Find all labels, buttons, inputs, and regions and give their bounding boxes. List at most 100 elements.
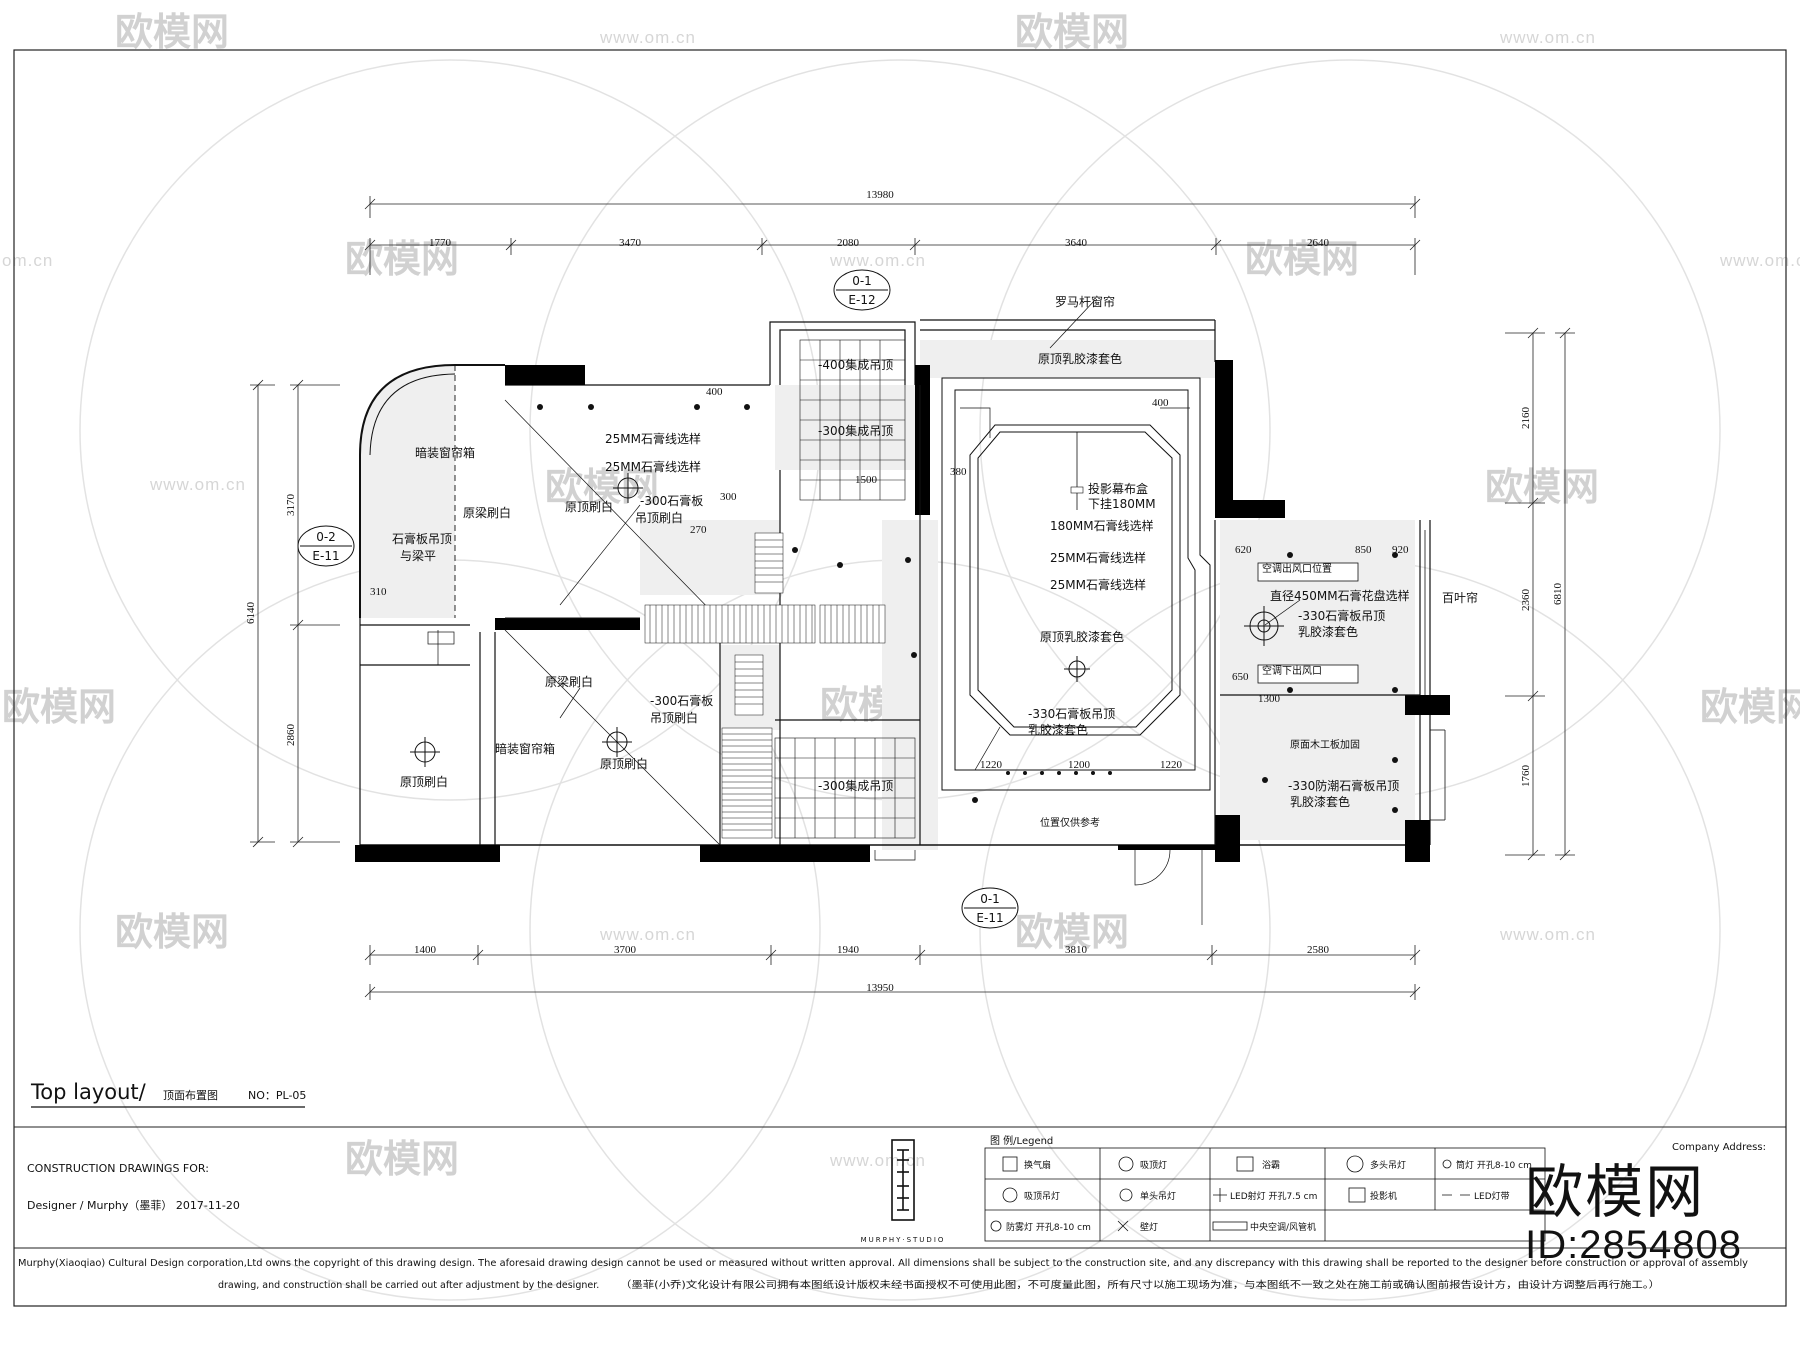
title-block: Top layout/ 顶面布置图 NO：PL-05 CONSTRUCTION …: [18, 1080, 1766, 1291]
leader-lines: [559, 299, 1301, 771]
legend-label: 筒灯 开孔8-10 cm: [1456, 1159, 1532, 1171]
light-fixtures: [537, 404, 1398, 813]
watermark-url: www.om.cn: [149, 475, 246, 494]
watermark-brand: 欧模网: [115, 910, 229, 954]
exhaust-fan-icon: [1002, 1156, 1018, 1172]
dim-inner: 850: [1355, 544, 1372, 556]
label: 乳胶漆套色: [1290, 794, 1350, 809]
section-id: 0-1: [852, 274, 872, 288]
watermark-url: www.om.cn: [599, 925, 696, 944]
label: 原顶刷白: [600, 756, 648, 771]
legend-labels: 换气扇 吸顶灯 浴霸 多头吊灯 筒灯 开孔8-10 cm 吸顶吊灯 单头吊灯 L…: [1006, 1159, 1532, 1233]
brand-overlay: 欧模网 ID:2854808: [1525, 1160, 1742, 1266]
legend-label: 多头吊灯: [1370, 1159, 1406, 1171]
watermark-brand: 欧模网: [1245, 237, 1359, 281]
section-ref: E-12: [848, 293, 875, 307]
watermark-brand: 欧模网: [115, 10, 229, 54]
section-ref: E-11: [312, 549, 339, 563]
watermark-brand: 欧模网: [345, 1137, 459, 1181]
dim-inner: 270: [690, 524, 707, 536]
label: -330防潮石膏板吊顶: [1288, 778, 1399, 793]
section-marker-top: 0-1 E-12: [833, 269, 891, 311]
label: 空调出风口位置: [1262, 562, 1332, 575]
studio-logo: [891, 1139, 915, 1221]
label: 原面木工板加固: [1290, 738, 1360, 751]
legend-table: [984, 1147, 1546, 1242]
label: 原顶刷白: [400, 774, 448, 789]
dim-left-total: 6140: [245, 602, 257, 625]
label: 百叶帘: [1442, 590, 1478, 605]
label: 暗装窗帘箱: [415, 445, 475, 460]
watermark-layer: 欧模网 www.om.cn 欧模网 www.om.cn om.cn 欧模网 ww…: [2, 10, 1800, 1301]
bedroom-curtain-rods: [1257, 530, 1446, 821]
watermark-url: www.om.cn: [829, 1151, 926, 1170]
label: 暗装窗帘箱: [495, 741, 555, 756]
door-swings: [427, 630, 1203, 925]
legend-label: LED射灯 开孔7.5 cm: [1230, 1190, 1317, 1202]
legend-label: LED灯带: [1474, 1191, 1510, 1202]
dim-top-5: 2640: [1307, 237, 1330, 249]
dim-inner: 1500: [855, 474, 878, 486]
dimension-lines: [250, 196, 1575, 1000]
label: -300石膏板: [640, 493, 703, 508]
kitchen-tile-grid: [799, 339, 906, 501]
watermark-brand: 欧模网: [1700, 685, 1800, 729]
section-marker-bottom: 0-1 E-11: [961, 887, 1019, 929]
legend-label: 防雾灯 开孔8-10 cm: [1006, 1221, 1091, 1233]
dim-inner: 400: [706, 386, 723, 398]
watermark-brand: 欧模网: [2, 685, 116, 729]
downlight-icon: [1442, 1159, 1452, 1169]
inner-dimensions: 400 400 300 270 1500 310 380 620 850 130…: [370, 386, 1409, 771]
section-ref: E-11: [976, 911, 1003, 925]
ceiling-lights: [410, 473, 1284, 767]
legend-label: 浴霸: [1262, 1160, 1280, 1171]
label: 投影幕布盒: [1088, 481, 1148, 496]
section-id: 0-2: [316, 530, 336, 544]
label: -300集成吊顶: [818, 423, 893, 438]
label: 乳胶漆套色: [1028, 722, 1088, 737]
dim-bottom-2: 3700: [614, 944, 637, 956]
label: 25MM石膏线选样: [605, 431, 701, 446]
dim-inner: 920: [1392, 544, 1409, 556]
projector-icon: [1348, 1187, 1366, 1203]
dim-left-1: 3170: [285, 494, 297, 517]
label: 直径450MM石膏花盘选样: [1270, 588, 1410, 603]
label: 石膏板吊顶: [392, 531, 452, 546]
dim-inner: 650: [1232, 671, 1249, 683]
label: 下挂180MM: [1088, 497, 1156, 511]
drawing-number: NO：PL-05: [248, 1089, 306, 1102]
label: -400集成吊顶: [818, 357, 893, 372]
watermark-url: om.cn: [2, 251, 53, 270]
watermark-url: www.om.cn: [1499, 28, 1596, 47]
legend-label: 吸顶灯: [1140, 1160, 1167, 1171]
dim-top-total: 13980: [866, 189, 894, 201]
dim-right-2: 2360: [1520, 589, 1532, 612]
bath-heater-icon: [1236, 1156, 1254, 1172]
legend-title: 图 例/Legend: [990, 1134, 1053, 1147]
drawings-for-label: CONSTRUCTION DRAWINGS FOR:: [27, 1162, 209, 1175]
dim-inner: 380: [950, 466, 967, 478]
company-address-label: Company Address:: [1672, 1142, 1766, 1153]
dim-right-total: 6810: [1552, 583, 1564, 606]
led-spotlight-icon: [1213, 1188, 1227, 1202]
dim-top-3: 2080: [837, 237, 860, 249]
label: -300集成吊顶: [818, 778, 893, 793]
central-ac-icon: [1212, 1221, 1248, 1231]
label: -330石膏板吊顶: [1028, 706, 1115, 721]
label: 原顶乳胶漆套色: [1040, 629, 1124, 644]
label: -330石膏板吊顶: [1298, 608, 1385, 623]
copyright-en-line1: Murphy(Xiaoqiao) Cultural Design corpora…: [18, 1258, 1748, 1269]
legend-label: 换气扇: [1024, 1159, 1051, 1171]
brand-name: 欧模网: [1525, 1158, 1706, 1226]
gypsum-ceiling-zones: [360, 340, 1415, 850]
dim-inner: 1220: [1160, 759, 1183, 771]
dim-inner: 400: [1152, 397, 1169, 409]
legend-icons: [990, 1155, 1470, 1232]
watermark-brand: 欧模网: [1485, 465, 1599, 509]
label: 原顶刷白: [565, 499, 613, 514]
floor-plan: [355, 299, 1450, 925]
drawing-title: Top layout/: [30, 1080, 147, 1104]
structural-columns: [355, 360, 1450, 862]
annotations: 罗马杆窗帘 原顶乳胶漆套色 -400集成吊顶 -300集成吊顶 25MM石膏线选…: [392, 294, 1478, 829]
drawing-title-cn: 顶面布置图: [163, 1089, 218, 1102]
